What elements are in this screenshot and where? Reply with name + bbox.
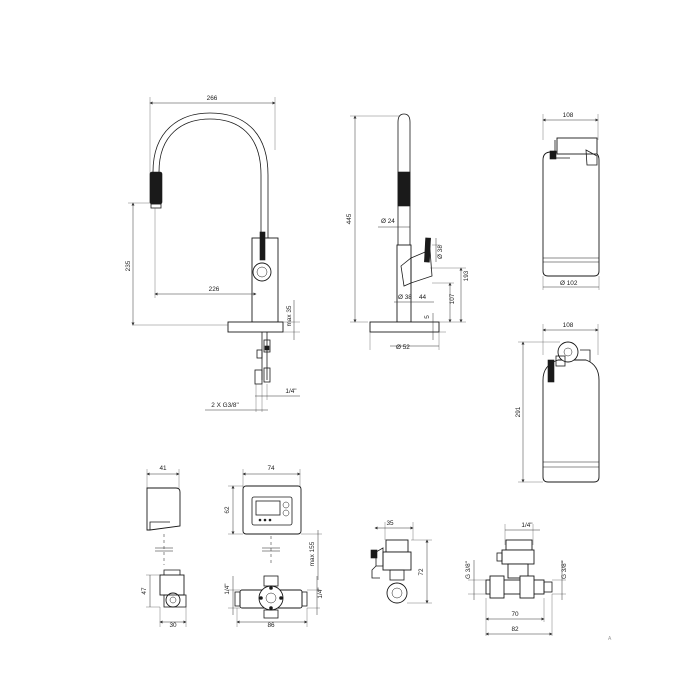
spout-vertical bbox=[397, 113, 411, 250]
dim-hoses-label: 2 X G3/8" bbox=[211, 402, 239, 409]
valve-tee-top-label: 1/4" bbox=[521, 522, 532, 529]
filter-cartridge-bottom: 108 291 bbox=[515, 322, 600, 483]
lever-hub bbox=[252, 262, 272, 282]
spout-grip bbox=[149, 171, 163, 205]
filter-top-width-label: 108 bbox=[563, 112, 574, 119]
filter-top-housing bbox=[542, 151, 600, 277]
control-box-body bbox=[242, 485, 302, 535]
box-small-height-label: 47 bbox=[141, 587, 148, 595]
box-small-base-label: 30 bbox=[169, 622, 177, 629]
spout-outer bbox=[152, 112, 269, 238]
valve-small-height-label: 72 bbox=[418, 568, 425, 576]
control-box-display bbox=[255, 500, 281, 516]
dim-107-label: 107 bbox=[449, 293, 456, 304]
filter-top-clip bbox=[549, 150, 557, 160]
control-box: 74 62 max 155 1/4" bbox=[224, 465, 324, 629]
box-display-left-thread-label: 1/4" bbox=[224, 583, 231, 594]
dim-d24-label: Ø 24 bbox=[381, 218, 395, 225]
filter-top-dia-label: Ø 102 bbox=[560, 280, 578, 287]
dim-d38-right-label: Ø 38 bbox=[437, 245, 444, 259]
filter-bottom-height-label: 291 bbox=[515, 406, 522, 417]
box-display-width-label: 74 bbox=[267, 465, 275, 472]
valve-small-port bbox=[386, 582, 408, 604]
side-grip bbox=[397, 171, 411, 207]
valve-tee-outer-label: 82 bbox=[511, 626, 519, 633]
tee-valve: 1/4" G 3/8" G 3/8" 70 82 bbox=[465, 522, 568, 636]
filter-bottom-cap bbox=[557, 341, 579, 363]
filter-top-head bbox=[556, 137, 598, 155]
faucet-side-view: 445 Ø 24 Ø 38 193 107 Ø 38 44 bbox=[346, 113, 470, 351]
box-display-maxcable-label: max 155 bbox=[309, 541, 316, 566]
dim-235-label: 235 bbox=[125, 260, 132, 271]
side-lever bbox=[424, 237, 431, 263]
dim-d52-label: Ø 52 bbox=[396, 344, 410, 351]
filter-bottom-width-label: 108 bbox=[563, 322, 574, 329]
dim-445-label: 445 bbox=[346, 213, 353, 224]
valve-tee-inner-label: 70 bbox=[511, 611, 519, 618]
valve-small-knob bbox=[370, 549, 378, 559]
filter-bottom-clip bbox=[547, 359, 555, 383]
valve-tee-left-label: G 3/8" bbox=[465, 561, 472, 579]
box-display-height-label: 62 bbox=[224, 506, 231, 514]
valve-small-width-label: 35 bbox=[386, 520, 394, 527]
corner-mark: A bbox=[608, 636, 612, 642]
dim-44-label: 44 bbox=[419, 294, 427, 301]
valve-small-top bbox=[385, 539, 409, 553]
box-display-right-thread-label: 1/4" bbox=[317, 587, 324, 598]
box-small-body bbox=[146, 487, 181, 531]
lever-handle bbox=[259, 231, 266, 261]
dim-d38-bottom-label: Ø 38 bbox=[398, 294, 412, 301]
tee-top-nut bbox=[505, 539, 533, 551]
base-plate bbox=[227, 321, 284, 333]
battery-box: 41 47 30 bbox=[141, 465, 187, 629]
faucet-front-view: 266 235 226 bbox=[125, 95, 300, 412]
spout-inner bbox=[158, 118, 262, 238]
dim-226-label: 226 bbox=[209, 286, 220, 293]
dim-5-label: 5 bbox=[424, 315, 431, 319]
dim-max35-label: max 35 bbox=[286, 305, 293, 326]
side-base-plate bbox=[369, 321, 440, 333]
dim-193-label: 193 bbox=[463, 270, 470, 281]
dim-quarter-label: 1/4" bbox=[285, 388, 296, 395]
box-small-mount bbox=[159, 574, 185, 596]
box-small-width-label: 41 bbox=[159, 465, 167, 472]
filter-cartridge-top: 108 Ø 102 bbox=[542, 112, 600, 290]
valve-tee-right-label: G 3/8" bbox=[561, 561, 568, 579]
angle-valve: 35 72 bbox=[370, 520, 432, 604]
dim-266-label: 266 bbox=[207, 95, 218, 102]
box-display-base-label: 86 bbox=[267, 622, 275, 629]
